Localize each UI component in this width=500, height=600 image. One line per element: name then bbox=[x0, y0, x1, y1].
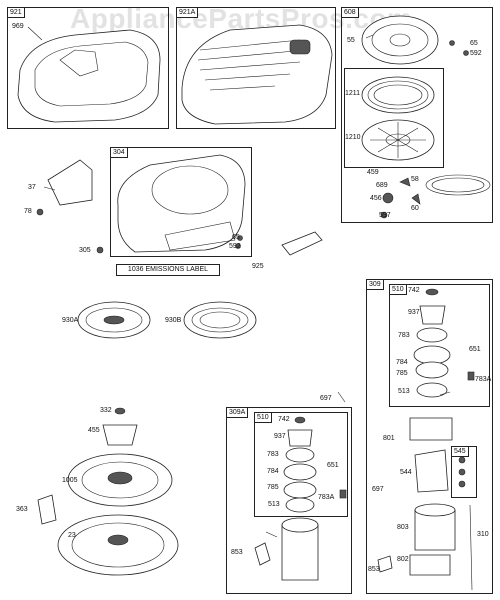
box-309a: 309A bbox=[226, 407, 352, 594]
part-937-a: 937 bbox=[408, 309, 420, 316]
part-60: 60 bbox=[411, 205, 419, 212]
part-801: 801 bbox=[383, 435, 395, 442]
part-1211: 1211 bbox=[345, 90, 361, 97]
part-592-a: 592 bbox=[470, 50, 482, 57]
part-310: 310 bbox=[477, 531, 489, 538]
part-651-b: 651 bbox=[327, 462, 339, 469]
part-785-a: 785 bbox=[396, 370, 408, 377]
part-697-a: 697 bbox=[320, 395, 332, 402]
blower-cover-921a-drawing bbox=[181, 24, 333, 125]
screw-78-drawing bbox=[36, 208, 44, 216]
part-513-a: 513 bbox=[398, 388, 410, 395]
box-309a-label: 309A bbox=[227, 408, 249, 418]
engine-base-23-drawing bbox=[57, 514, 179, 576]
part-363: 363 bbox=[16, 506, 28, 513]
part-23: 23 bbox=[68, 532, 76, 539]
part-930b: 930B bbox=[165, 317, 182, 324]
part-65-b: 65 bbox=[232, 234, 240, 241]
part-783a-b: 783A bbox=[318, 494, 335, 501]
part-937-b: 937 bbox=[274, 433, 286, 440]
part-853-a: 853 bbox=[231, 549, 243, 556]
box-608-inner bbox=[344, 68, 444, 168]
armature-363-drawing bbox=[37, 494, 57, 525]
box-510: 510 bbox=[389, 284, 490, 407]
part-513-b: 513 bbox=[268, 501, 280, 508]
starter-motor-309a-drawing bbox=[254, 517, 319, 581]
part-784-b: 784 bbox=[267, 468, 279, 475]
part-597: 597 bbox=[379, 212, 391, 219]
box-510b: 510 bbox=[254, 412, 348, 517]
screw-305-drawing bbox=[96, 246, 104, 254]
part-305: 305 bbox=[79, 247, 91, 254]
box-545-label: 545 bbox=[452, 447, 469, 457]
fan-screen-930b-drawing bbox=[183, 301, 257, 339]
part-58: 58 bbox=[411, 176, 419, 183]
flywheel-1005-drawing bbox=[67, 453, 173, 507]
part-930a: 930A bbox=[62, 317, 79, 324]
rewind-starter-608-drawing bbox=[361, 15, 491, 219]
part-1005: 1005 bbox=[62, 477, 78, 484]
box-921a-label: 921A bbox=[177, 8, 199, 18]
part-784-a: 784 bbox=[396, 359, 408, 366]
part-65-a: 65 bbox=[470, 40, 478, 47]
starter-clutch-510b-drawing bbox=[283, 416, 347, 513]
box-510-label: 510 bbox=[390, 285, 407, 295]
part-785-b: 785 bbox=[267, 484, 279, 491]
emissions-label: 1036 EMISSIONS LABEL bbox=[116, 264, 220, 276]
part-651-a: 651 bbox=[469, 346, 481, 353]
part-592-b: 592 bbox=[229, 243, 241, 250]
starter-clutch-510-drawing bbox=[413, 288, 475, 398]
part-802: 802 bbox=[397, 556, 409, 563]
box-545: 545 bbox=[451, 446, 477, 498]
part-853-b: 853 bbox=[368, 566, 380, 573]
part-969: 969 bbox=[12, 23, 24, 30]
box-921-label: 921 bbox=[8, 8, 25, 18]
cup-455-drawing bbox=[102, 424, 138, 446]
part-925-drawing bbox=[281, 231, 323, 256]
part-544: 544 bbox=[400, 469, 412, 476]
part-742-b: 742 bbox=[278, 416, 290, 423]
bracket-37-drawing bbox=[47, 159, 93, 206]
starter-motor-309-drawing bbox=[377, 417, 473, 591]
blower-housing-304-drawing bbox=[117, 154, 246, 253]
nut-332-drawing bbox=[114, 407, 126, 415]
part-925: 925 bbox=[252, 263, 264, 270]
part-803: 803 bbox=[397, 524, 409, 531]
box-921: 921 bbox=[7, 7, 169, 129]
part-459: 459 bbox=[367, 169, 379, 176]
blower-cover-921-drawing bbox=[17, 29, 161, 123]
part-332: 332 bbox=[100, 407, 112, 414]
box-510b-label: 510 bbox=[255, 413, 272, 423]
part-697-b: 697 bbox=[372, 486, 384, 493]
screw-697-drawing bbox=[337, 391, 346, 403]
part-689: 689 bbox=[376, 182, 388, 189]
box-608-label: 608 bbox=[342, 8, 359, 18]
part-455: 455 bbox=[88, 427, 100, 434]
part-1210: 1210 bbox=[345, 134, 361, 141]
part-783-a: 783 bbox=[398, 332, 410, 339]
fan-screen-930a-drawing bbox=[77, 301, 151, 339]
box-608: 608 bbox=[341, 7, 493, 223]
box-304: 304 bbox=[110, 147, 252, 257]
box-309-label: 309 bbox=[367, 280, 384, 290]
box-309: 309 bbox=[366, 279, 493, 594]
part-456: 456 bbox=[370, 195, 382, 202]
box-921a: 921A bbox=[176, 7, 336, 129]
part-37: 37 bbox=[28, 184, 36, 191]
box-304-label: 304 bbox=[111, 148, 128, 158]
part-55: 55 bbox=[347, 37, 355, 44]
part-78: 78 bbox=[24, 208, 32, 215]
leader-lines bbox=[27, 26, 451, 538]
part-742-a: 742 bbox=[408, 287, 420, 294]
part-783a-a: 783A bbox=[475, 376, 492, 383]
part-783-b: 783 bbox=[267, 451, 279, 458]
